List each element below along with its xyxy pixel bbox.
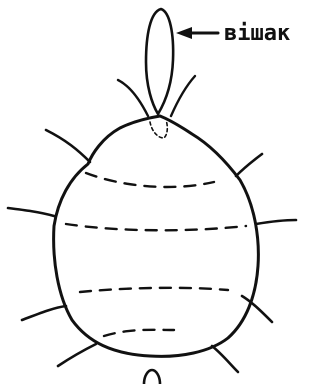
segment-line-3 — [80, 288, 228, 292]
segment-line-1 — [86, 173, 214, 187]
antenna-left — [118, 80, 148, 116]
leg-right-2 — [256, 220, 296, 224]
leg-right-4 — [212, 346, 238, 372]
segment-line-4 — [104, 330, 174, 336]
appendage-label: вішак — [224, 21, 290, 46]
bottom-partial-appendage — [144, 370, 160, 384]
leg-left-3 — [22, 306, 66, 320]
leg-left-4 — [58, 344, 96, 366]
segment-line-2 — [66, 224, 246, 230]
antenna-right — [171, 76, 195, 116]
body-outline — [54, 116, 259, 356]
leg-right-3 — [242, 296, 272, 322]
mouthpart-marks — [150, 120, 167, 138]
leg-right-1 — [236, 154, 262, 176]
leg-left-1 — [46, 130, 90, 162]
appendage-vishak — [146, 9, 173, 114]
leg-left-2 — [8, 208, 54, 216]
